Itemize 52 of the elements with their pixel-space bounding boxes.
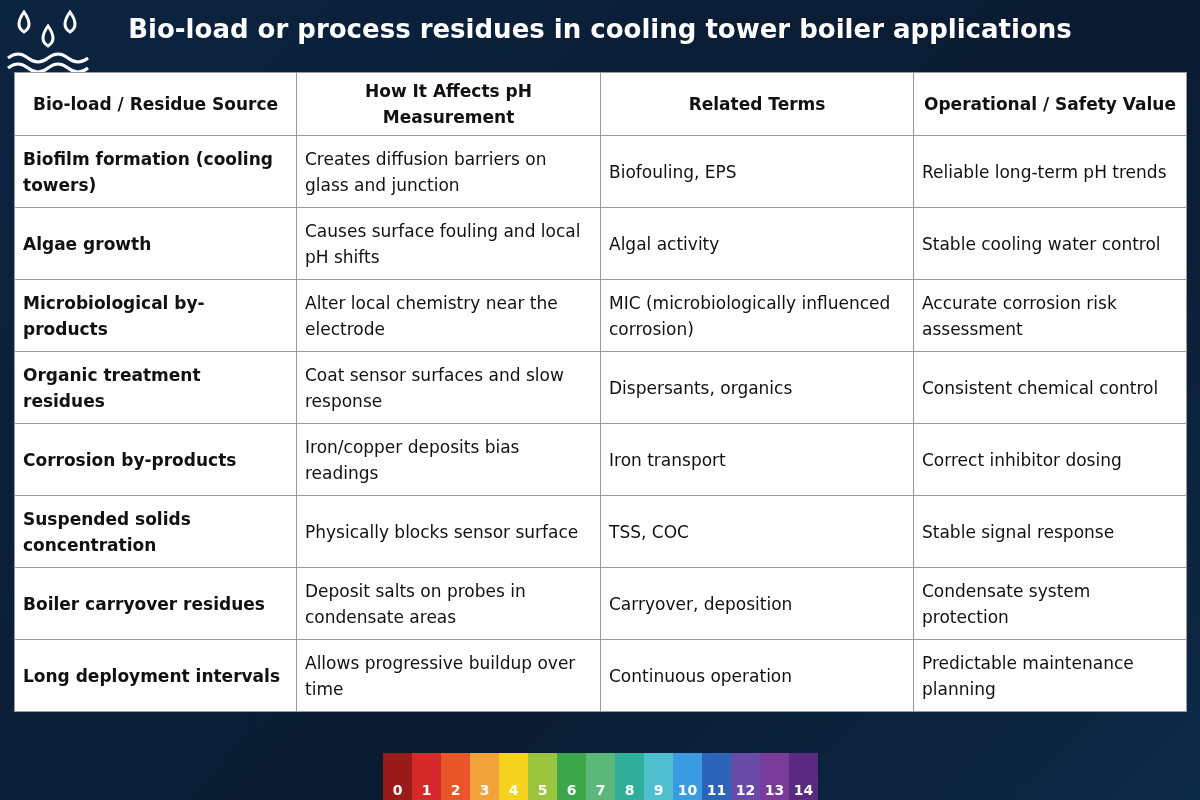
ph-scale-cell: 13 bbox=[760, 753, 789, 800]
table-cell: Iron transport bbox=[600, 423, 914, 496]
table-cell: MIC (microbiologically influenced corrosion) bbox=[600, 279, 914, 352]
table-cell: Condensate system protection bbox=[913, 567, 1187, 640]
table-cell: Continuous operation bbox=[600, 639, 914, 712]
table-cell: Algal activity bbox=[600, 207, 914, 280]
table-cell: Stable signal response bbox=[913, 495, 1187, 568]
ph-scale-cell: 12 bbox=[731, 753, 760, 800]
row-header: Organic treatment residues bbox=[14, 351, 297, 424]
table-cell: Accurate corrosion risk assessment bbox=[913, 279, 1187, 352]
ph-scale-cell: 0 bbox=[383, 753, 412, 800]
column-header: Operational / Safety Value bbox=[913, 72, 1187, 136]
table-cell: TSS, COC bbox=[600, 495, 914, 568]
row-header: Algae growth bbox=[14, 207, 297, 280]
table-cell: Dispersants, organics bbox=[600, 351, 914, 424]
table-cell: Deposit salts on probes in condensate areas bbox=[296, 567, 601, 640]
ph-scale-cell: 5 bbox=[528, 753, 557, 800]
ph-scale-cell: 3 bbox=[470, 753, 499, 800]
table-cell: Iron/copper deposits bias readings bbox=[296, 423, 601, 496]
ph-scale-cell: 6 bbox=[557, 753, 586, 800]
row-header: Corrosion by-products bbox=[14, 423, 297, 496]
ph-scale-cell: 11 bbox=[702, 753, 731, 800]
row-header: Biofilm formation (cooling towers) bbox=[14, 135, 297, 208]
column-header: How It Affects pH Measurement bbox=[296, 72, 601, 136]
row-header: Boiler carryover residues bbox=[14, 567, 297, 640]
table-cell: Correct inhibitor dosing bbox=[913, 423, 1187, 496]
table-cell: Predictable maintenance planning bbox=[913, 639, 1187, 712]
table-cell: Creates diffusion barriers on glass and junction bbox=[296, 135, 601, 208]
ph-scale-cell: 7 bbox=[586, 753, 615, 800]
table-cell: Physically blocks sensor surface bbox=[296, 495, 601, 568]
ph-scale-cell: 14 bbox=[789, 753, 818, 800]
column-header: Related Terms bbox=[600, 72, 914, 136]
table-cell: Consistent chemical control bbox=[913, 351, 1187, 424]
table-cell: Biofouling, EPS bbox=[600, 135, 914, 208]
table-cell: Causes surface fouling and local pH shifts bbox=[296, 207, 601, 280]
ph-scale-cell: 10 bbox=[673, 753, 702, 800]
ph-scale-cell: 8 bbox=[615, 753, 644, 800]
table-cell: Reliable long-term pH trends bbox=[913, 135, 1187, 208]
row-header: Suspended solids concentration bbox=[14, 495, 297, 568]
ph-scale-cell: 4 bbox=[499, 753, 528, 800]
ph-scale-cell: 1 bbox=[412, 753, 441, 800]
table-cell: Coat sensor surfaces and slow response bbox=[296, 351, 601, 424]
title: Bio-load or process residues in cooling tower boiler applications bbox=[127, 14, 1073, 44]
ph-scale-cell: 9 bbox=[644, 753, 673, 800]
row-header: Microbiological by-products bbox=[14, 279, 297, 352]
column-header: Bio-load / Residue Source bbox=[14, 72, 297, 136]
table-cell: Carryover, deposition bbox=[600, 567, 914, 640]
ph-scale-cell: 2 bbox=[441, 753, 470, 800]
table-cell: Stable cooling water control bbox=[913, 207, 1187, 280]
table-cell: Alter local chemistry near the electrode bbox=[296, 279, 601, 352]
table-cell: Allows progressive buildup over time bbox=[296, 639, 601, 712]
row-header: Long deployment intervals bbox=[14, 639, 297, 712]
